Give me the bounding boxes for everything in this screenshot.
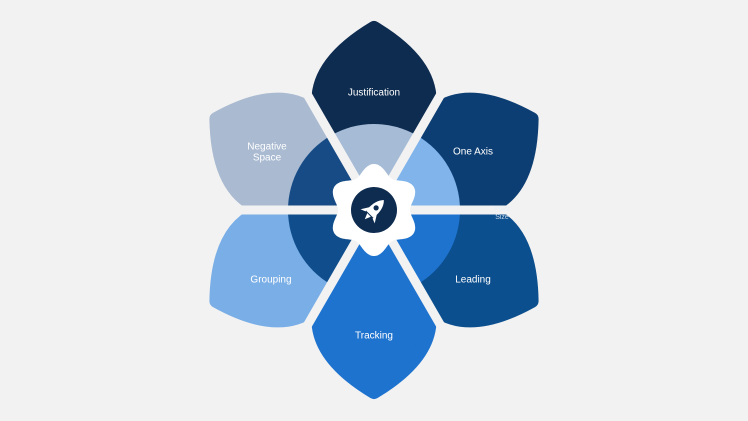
petal-separator	[270, 34, 368, 195]
center-hub	[332, 164, 416, 256]
labels-group: Justification One Axis Leading Tracking …	[247, 88, 510, 342]
petal-separator	[380, 34, 478, 195]
petal-label-leading: Leading	[455, 275, 491, 286]
petal-separator	[270, 225, 368, 386]
petal-label-negative-space-line1: Negative	[247, 142, 287, 153]
petal-label-justification: Justification	[348, 88, 400, 99]
petal-label-grouping: Grouping	[250, 275, 291, 286]
rocket-icon	[360, 200, 384, 224]
petal-label-one-axis: One Axis	[453, 147, 493, 158]
petal-separator	[380, 225, 478, 386]
petal-label-tracking: Tracking	[355, 331, 393, 342]
hidden-label-line1: Point	[494, 206, 510, 213]
separators-group	[174, 34, 574, 386]
hidden-label-line2: Size	[495, 214, 509, 221]
petal-label-negative-space-line2: Space	[253, 153, 282, 164]
